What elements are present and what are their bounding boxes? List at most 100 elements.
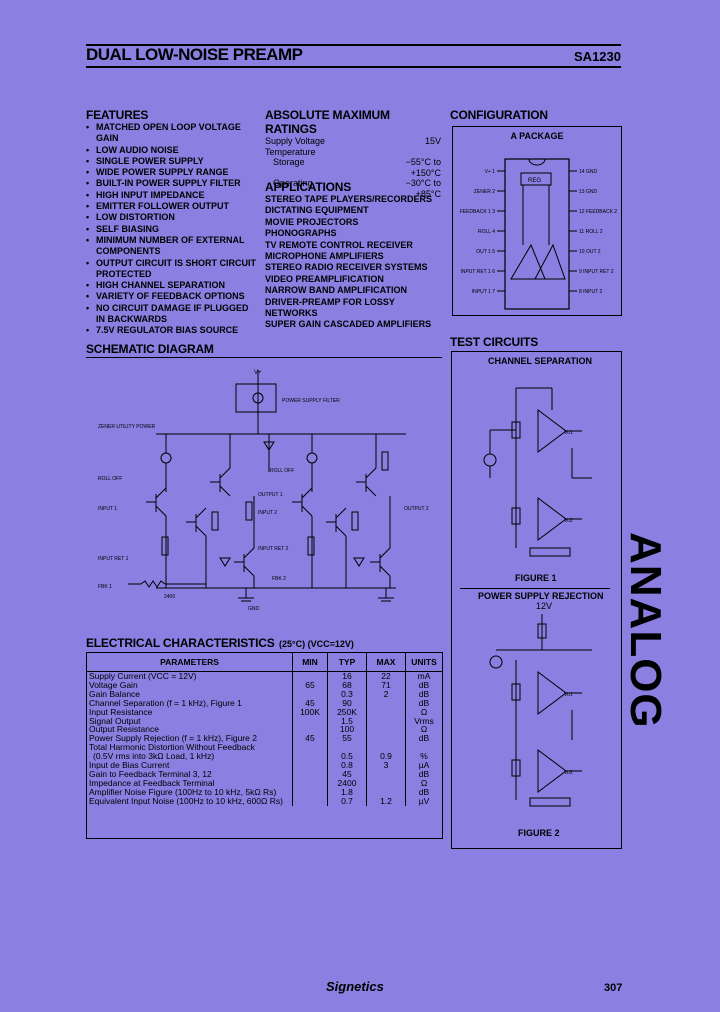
schematic-input-ret-2: INPUT RET 2 bbox=[258, 546, 289, 552]
page-number: 307 bbox=[604, 982, 623, 994]
table-cell bbox=[366, 769, 406, 779]
schematic-input-ret-1: INPUT RET 1 bbox=[98, 556, 129, 562]
feature-item: EMITTER FOLLOWER OUTPUT bbox=[86, 201, 258, 213]
table-cell: 22 bbox=[366, 671, 406, 681]
table-cell bbox=[292, 743, 328, 753]
table-cell: (0.5V rms into 3kΩ Load, 1 kHz) bbox=[93, 751, 215, 762]
configuration-section: CONFIGURATION bbox=[450, 108, 620, 122]
schematic-output-1: OUTPUT 1 bbox=[258, 492, 283, 498]
table-cell: 45 bbox=[292, 698, 328, 708]
application-item: STEREO RADIO RECEIVER SYSTEMS bbox=[265, 262, 428, 273]
table-cell: Output Resistance bbox=[89, 724, 159, 735]
table-cell: dB bbox=[405, 770, 442, 779]
feature-item: LOW DISTORTION bbox=[86, 212, 258, 224]
col-typ: TYP bbox=[327, 653, 367, 672]
svg-text:Vo2: Vo2 bbox=[564, 518, 573, 524]
table-cell bbox=[366, 743, 406, 753]
table-cell: Supply Current (VCC = 12V) bbox=[89, 671, 197, 681]
table-cell bbox=[405, 743, 442, 753]
ratings-heading: ABSOLUTE MAXIMUM RATINGS bbox=[265, 108, 390, 136]
package-label: A PACKAGE bbox=[510, 131, 564, 141]
table-cell: dB bbox=[405, 787, 442, 797]
configuration-heading: CONFIGURATION bbox=[450, 108, 548, 122]
table-cell: Total Harmonic Distortion Without Feedba… bbox=[89, 742, 255, 753]
table-cell: mA bbox=[405, 671, 442, 681]
table-cell: 250K bbox=[327, 707, 367, 717]
feature-item: VARIETY OF FEEDBACK OPTIONS bbox=[86, 291, 258, 303]
table-row: Channel Separation (f = 1 kHz), Figure 1… bbox=[87, 698, 442, 708]
schematic-output-2: OUTPUT 2 bbox=[404, 506, 429, 512]
table-cell: 0.7 bbox=[327, 796, 367, 806]
schematic-input-1: INPUT 1 bbox=[98, 506, 117, 512]
table-cell: 65 bbox=[292, 681, 328, 690]
test-circuits-box: CHANNEL SEPARATION Vo1 Vo2 FIGURE 1 POWE… bbox=[451, 351, 622, 849]
table-cell bbox=[292, 787, 328, 797]
table-cell: Amplifier Noise Figure (100Hz to 10 kHz,… bbox=[89, 786, 277, 797]
schematic-fbk-2: FBK 2 bbox=[272, 576, 286, 582]
pin-label-right: 13 GND bbox=[579, 189, 597, 195]
feature-item: SINGLE POWER SUPPLY bbox=[86, 156, 258, 168]
table-cell bbox=[292, 778, 328, 788]
table-cell bbox=[292, 796, 328, 806]
table-cell bbox=[292, 725, 328, 735]
pin-label-right: 10 OUT 2 bbox=[579, 249, 601, 255]
table-cell: 90 bbox=[327, 698, 367, 708]
application-item: DRIVER-PREAMP FOR LOSSY NETWORKS bbox=[265, 296, 395, 319]
feature-item: LOW AUDIO NOISE bbox=[86, 145, 258, 157]
table-row: Amplifier Noise Figure (100Hz to 10 kHz,… bbox=[87, 786, 442, 797]
rating-row: Temperature bbox=[265, 146, 316, 157]
table-cell: 0.8 bbox=[327, 761, 367, 770]
table-cell: Gain Balance bbox=[89, 688, 141, 699]
table-cell: 1.2 bbox=[366, 796, 406, 806]
table-cell bbox=[292, 671, 328, 681]
table-cell bbox=[292, 716, 328, 726]
rating-row: Operating−30°C to +85°C bbox=[273, 178, 441, 199]
pin-label-right: 11 ROLL 2 bbox=[579, 229, 603, 235]
feature-item: NO CIRCUIT DAMAGE IF PLUGGED IN BACKWARD… bbox=[86, 303, 258, 326]
figure2-label: FIGURE 2 bbox=[518, 828, 560, 838]
svg-text:Vo2: Vo2 bbox=[564, 770, 573, 776]
pin-label-right: 9 INPUT RET 2 bbox=[579, 269, 614, 275]
application-item: MICROPHONE AMPLIFIERS bbox=[265, 251, 384, 262]
application-item: STEREO TAPE PLAYERS/RECORDERS bbox=[265, 194, 433, 204]
rating-row: Storage−55°C to +150°C bbox=[273, 157, 441, 178]
figure1-label: FIGURE 1 bbox=[515, 573, 557, 583]
feature-item: WIDE POWER SUPPLY RANGE bbox=[86, 167, 258, 179]
svg-text:Vo1: Vo1 bbox=[564, 430, 573, 436]
table-cell: Vrms bbox=[405, 716, 442, 726]
table-cell: dB bbox=[405, 689, 442, 699]
divider bbox=[86, 357, 442, 358]
schematic-rolloff-1: ROLL OFF bbox=[98, 476, 122, 482]
table-cell: dB bbox=[405, 698, 442, 708]
table-cell: Signal Output bbox=[89, 715, 141, 726]
schematic-gnd: GND bbox=[248, 606, 260, 612]
svg-text:Vo1: Vo1 bbox=[564, 692, 573, 698]
schematic-rolloff-2: ROLL OFF bbox=[270, 468, 294, 474]
pin-label-left: INPUT RET 1 6 bbox=[460, 269, 495, 275]
title-bar: DUAL LOW-NOISE PREAMP SA1230 bbox=[86, 44, 621, 68]
application-item: SUPER GAIN CASCADED AMPLIFIERS bbox=[265, 319, 432, 330]
table-cell: 2400 bbox=[327, 778, 367, 788]
table-cell: 100K bbox=[292, 707, 328, 717]
table-cell: Ω bbox=[405, 778, 442, 788]
table-cell: 0.3 bbox=[327, 689, 367, 699]
feature-item: OUTPUT CIRCUIT IS SHORT CIRCUIT PROTECTE… bbox=[86, 258, 258, 281]
figure2-diagram: Vo1 Vo2 bbox=[489, 614, 592, 807]
schematic-fbk-1: FBK 1 bbox=[98, 584, 112, 590]
table-cell bbox=[292, 769, 328, 779]
channel-separation-title: CHANNEL SEPARATION bbox=[488, 356, 593, 366]
table-cell: dB bbox=[405, 734, 442, 744]
pin-label-left: OUT 1 5 bbox=[476, 249, 495, 255]
table-cell bbox=[366, 787, 406, 797]
electrical-conditions: (25°C) (VCC=12V) bbox=[279, 639, 354, 649]
